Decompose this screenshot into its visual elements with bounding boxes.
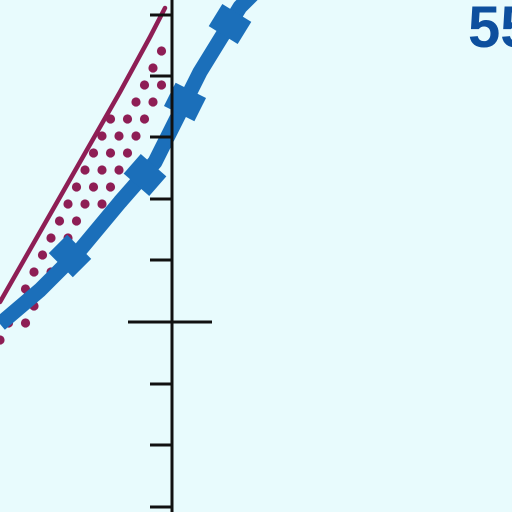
band-dot [139, 80, 150, 90]
band-dot [37, 250, 48, 260]
band-dot [20, 318, 31, 328]
thick-series-marker [163, 82, 207, 122]
band-dot [131, 97, 141, 107]
band-dot [97, 165, 107, 175]
thick-series-marker [48, 234, 92, 278]
corner-number-label: 55 [468, 0, 512, 60]
band-dot [105, 148, 116, 158]
thin-line-series [0, 5, 168, 305]
band-dot [97, 199, 107, 209]
band-dot [88, 182, 99, 192]
band-dot [148, 97, 158, 107]
thick-series-line [0, 0, 258, 330]
band-dot [54, 216, 65, 226]
band-dot [0, 335, 5, 345]
band-dot [131, 131, 141, 141]
band-dot [148, 63, 158, 73]
band-dot [63, 199, 73, 209]
band-dot [71, 216, 82, 226]
band-dot [97, 131, 107, 141]
band-dot [46, 233, 56, 243]
thick-line-series [0, 0, 258, 330]
band-dot [114, 165, 124, 175]
band-dot [80, 165, 90, 175]
band-dot [122, 148, 133, 158]
band-dot [114, 131, 124, 141]
vertical-axis [128, 0, 212, 512]
band-dot [139, 114, 150, 124]
band-dot [71, 182, 82, 192]
thin-series-line [0, 5, 168, 305]
band-dot [156, 46, 167, 56]
band-dot [80, 199, 90, 209]
thick-series-marker [123, 154, 167, 196]
thick-series-marker [208, 4, 252, 44]
band-dot [122, 114, 133, 124]
band-dot [29, 267, 39, 277]
band-dot [156, 80, 167, 90]
band-dot [105, 182, 116, 192]
band-dot [88, 148, 99, 158]
